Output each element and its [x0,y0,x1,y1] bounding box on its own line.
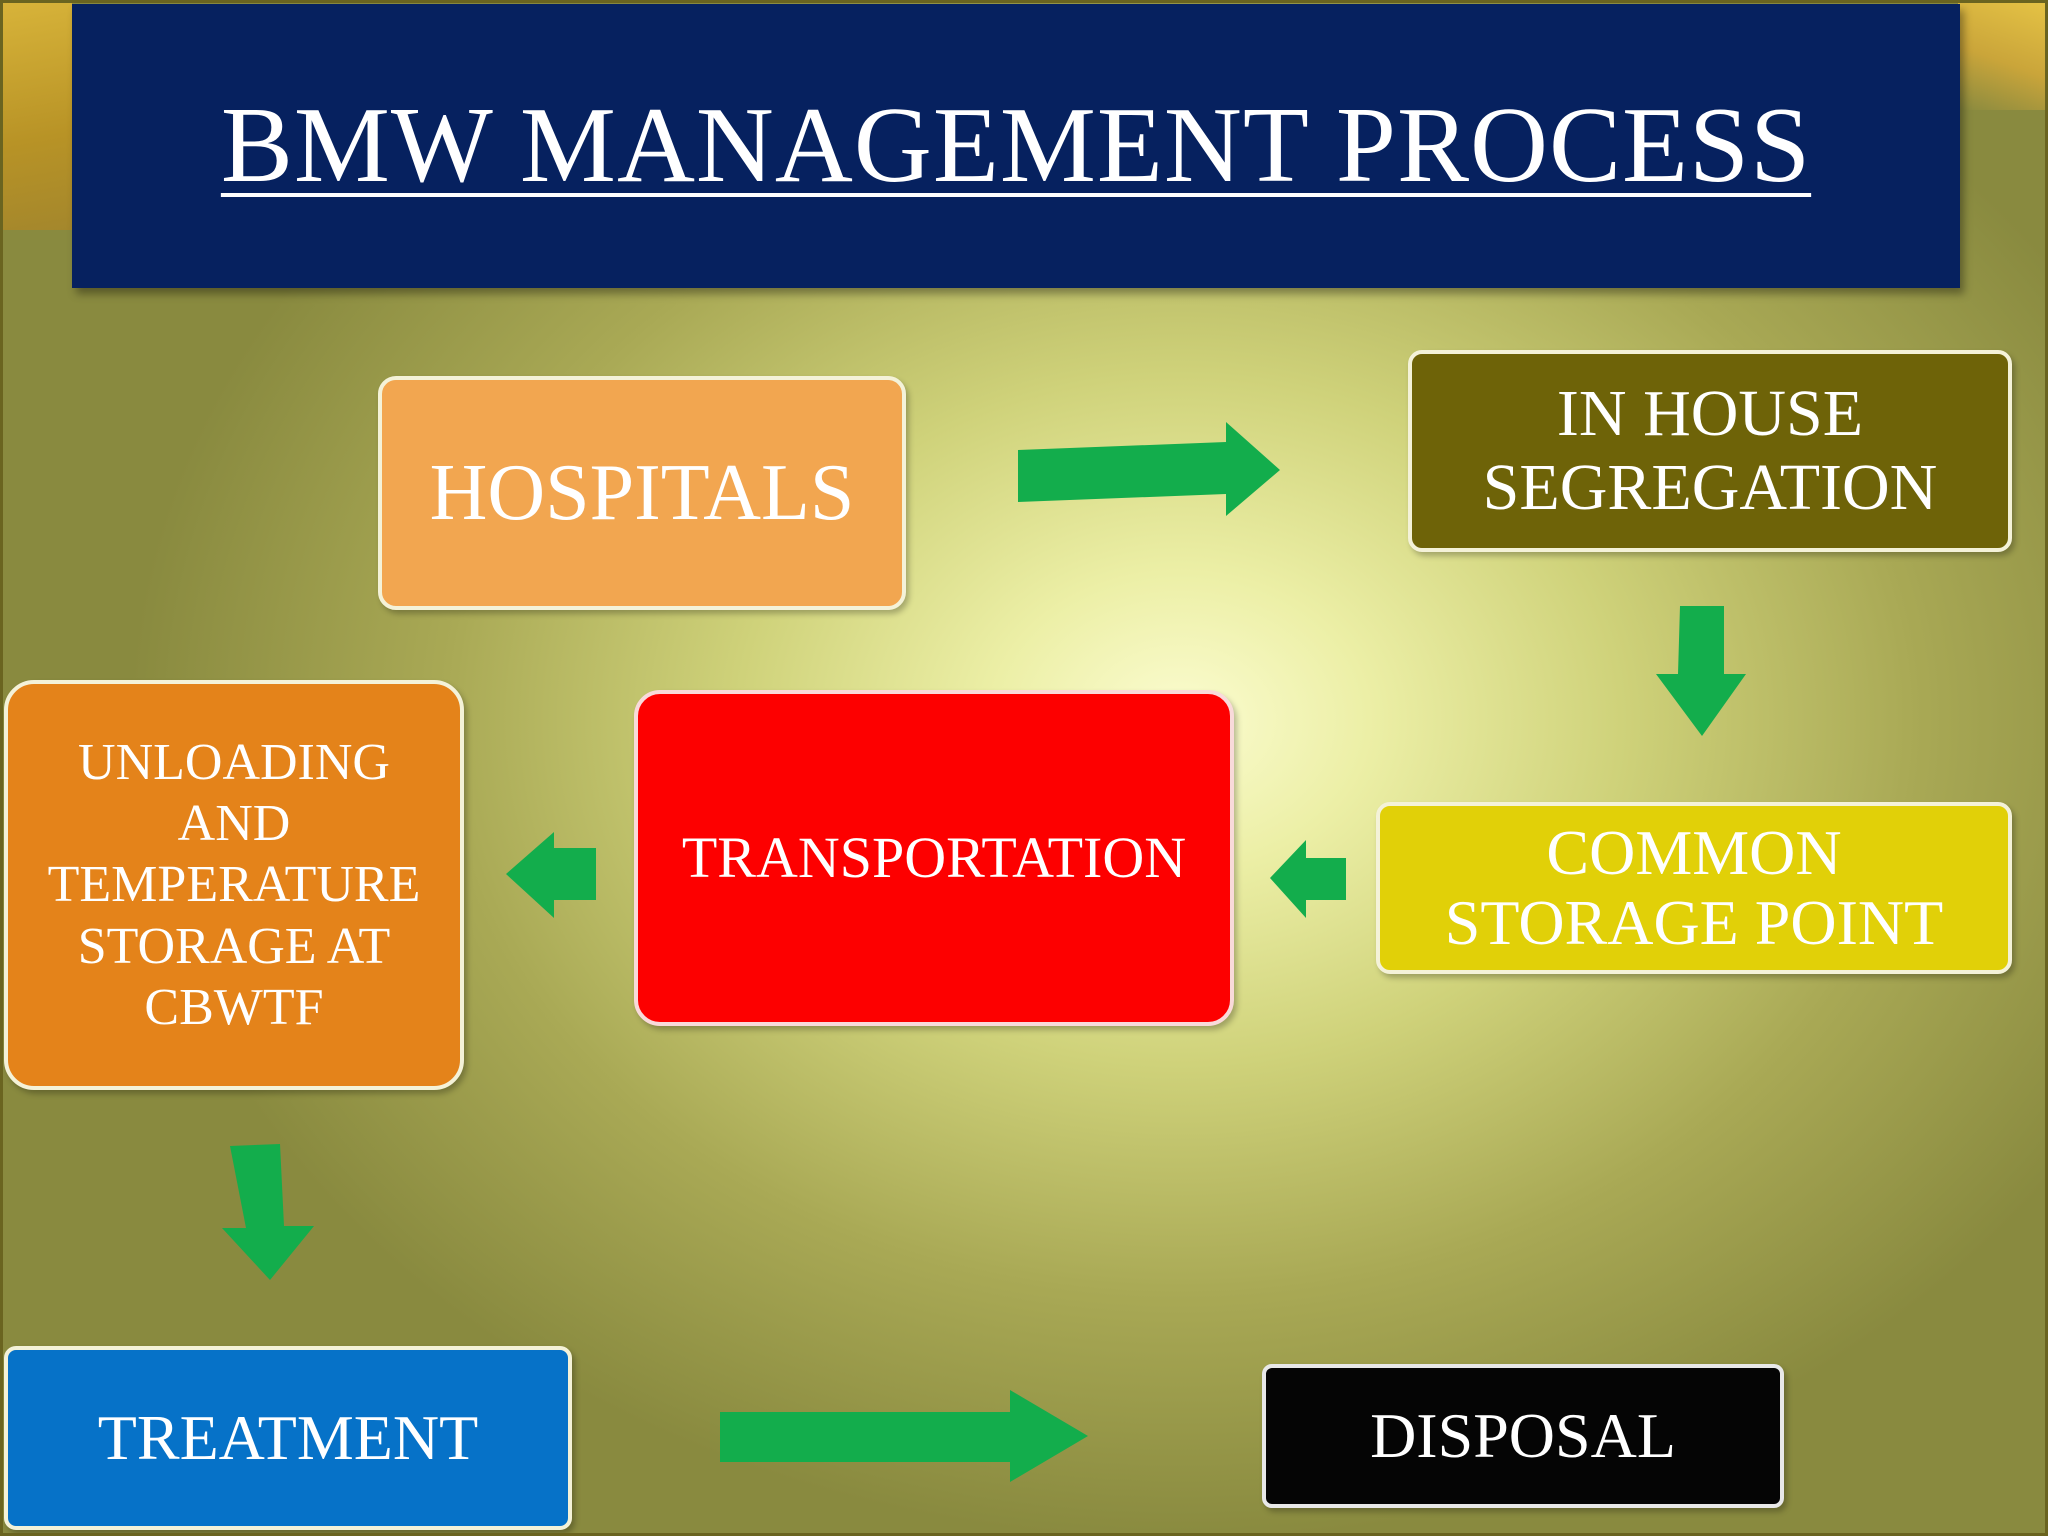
arrow-right-treatment-to-disposal [720,1390,1088,1482]
arrow-down-segregation-to-storage [1656,606,1746,736]
node-treatment-label: TREATMENT [97,1401,479,1473]
node-disposal-label: DISPOSAL [1370,1399,1676,1471]
arrow-left-storage-to-transportation [1270,840,1346,918]
node-disposal: DISPOSAL [1262,1364,1784,1508]
node-in-house-segregation-label: IN HOUSE SEGREGATION [1482,377,1938,524]
node-hospitals: HOSPITALS [378,376,906,610]
node-unloading-label: UNLOADING AND TEMPERATURE STORAGE AT CBW… [47,733,421,1037]
slide-title: BMW MANAGEMENT PROCESS [220,86,1812,205]
node-common-storage-point: COMMON STORAGE POINT [1376,802,2012,974]
node-transportation-label: TRANSPORTATION [681,825,1187,891]
node-treatment: TREATMENT [4,1346,572,1530]
background-gold-accent-left [0,0,72,230]
title-banner: BMW MANAGEMENT PROCESS [72,4,1960,288]
node-common-storage-point-label: COMMON STORAGE POINT [1444,816,1944,958]
node-transportation: TRANSPORTATION [634,690,1234,1026]
background-gold-accent-right [1958,0,2048,110]
node-in-house-segregation: IN HOUSE SEGREGATION [1408,350,2012,552]
node-hospitals-label: HOSPITALS [429,449,855,537]
node-unloading: UNLOADING AND TEMPERATURE STORAGE AT CBW… [4,680,464,1090]
arrow-left-transportation-to-unloading [506,832,596,918]
arrow-right-hospitals-to-segregation [1018,422,1280,516]
arrow-down-unloading-to-treatment [222,1144,314,1280]
